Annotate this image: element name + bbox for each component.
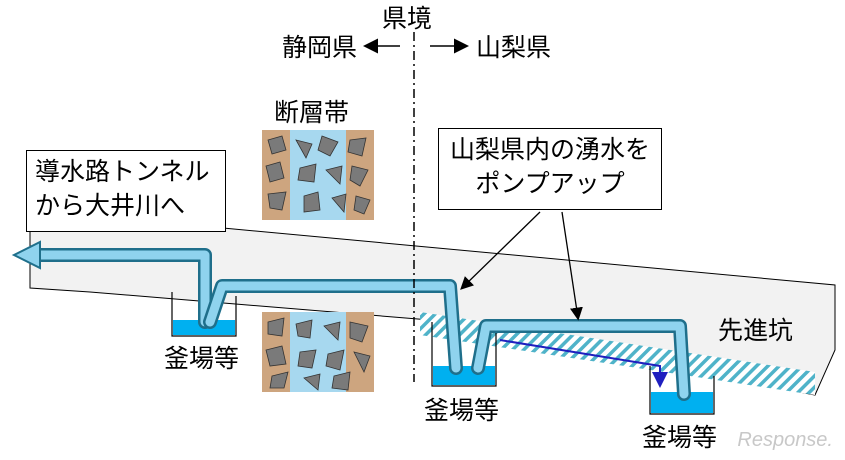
tunnel-callout-line-2: から大井川へ	[35, 191, 186, 220]
border-label: 県境	[382, 4, 433, 33]
pit-label-2: 釜場等	[424, 396, 500, 425]
flow-arrow	[499, 339, 668, 388]
pit-3	[649, 366, 715, 415]
water-pipes	[25, 248, 691, 401]
pump-callout-line-1: 山梨県内の湧水を	[449, 135, 650, 164]
fault-zone-label: 断層帯	[274, 98, 350, 127]
outflow-arrowhead	[11, 240, 41, 270]
yamanashi-label: 山梨県	[476, 33, 552, 62]
pit-label-1: 釜場等	[164, 344, 240, 373]
tunnel-callout-line-1: 導水路トンネル	[35, 157, 210, 186]
tunnel-callout-box: 導水路トンネル から大井川へ	[26, 150, 226, 232]
pump-callout-line-2: ポンプアップ	[475, 169, 625, 198]
shizuoka-label: 静岡県	[282, 33, 358, 62]
pump-callout-box: 山梨県内の湧水を ポンプアップ	[438, 128, 662, 210]
callout-pointers	[460, 211, 583, 321]
pit-label-3: 釜場等	[642, 423, 718, 452]
pilot-tunnel-label: 先進坑	[718, 316, 794, 345]
response-watermark: Response.	[737, 429, 833, 451]
fault-zone	[262, 130, 374, 392]
